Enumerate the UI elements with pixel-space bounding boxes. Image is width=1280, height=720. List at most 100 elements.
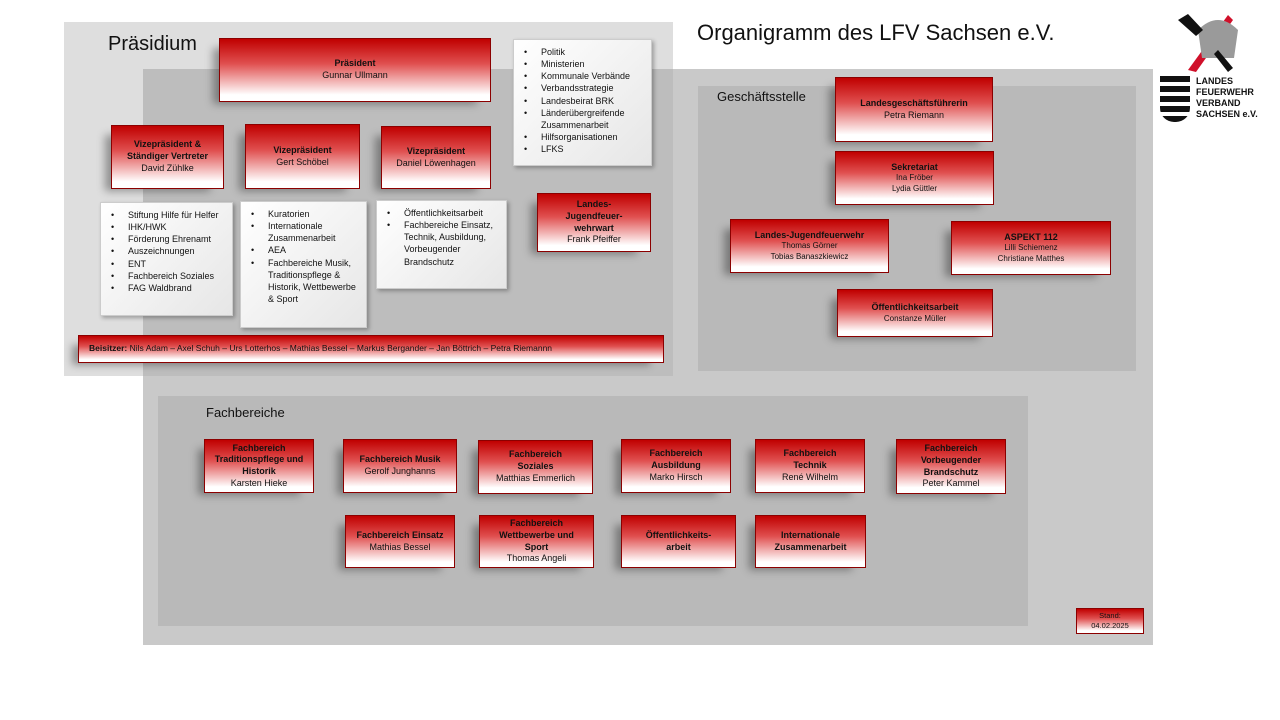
role: Fachbereich Musik	[359, 454, 441, 465]
stand-date-box: Stand:04.02.2025	[1076, 608, 1144, 634]
sachsen-stripes-icon	[1160, 76, 1190, 122]
fachbereich-box[interactable]: Fachbereich Traditionspflege und Histori…	[204, 439, 314, 493]
geschaeftsstelle-label: Geschäftsstelle	[717, 89, 806, 104]
task-item: Öffentlichkeitsarbeit	[385, 207, 500, 219]
president-tasks-list: Politik Ministerien Kommunale Verbände V…	[513, 39, 652, 166]
person-name: Mathias Bessel	[369, 541, 431, 552]
person-name: Daniel Löwenhagen	[396, 157, 476, 168]
role: Landesgeschäftsführerin	[860, 97, 968, 108]
task-item: Fachbereiche Einsatz, Technik, Ausbildun…	[385, 219, 500, 268]
role: ASPEKT 112	[1004, 231, 1058, 242]
lfv-logo: LANDES FEUERWEHR VERBAND SACHSEN e.V.	[1158, 10, 1268, 125]
person-name: Lydia Güttler	[891, 183, 938, 193]
task-item: Politik	[522, 46, 645, 58]
role: Fachbereich Technik	[783, 448, 837, 471]
role: Vizepräsident & Ständiger Vertreter	[126, 139, 209, 162]
person-name: Matthias Emmerlich	[495, 472, 576, 483]
task-item: Stiftung Hilfe für Helfer	[109, 209, 226, 221]
role: Vizepräsident	[273, 144, 332, 155]
logo-line: LANDES	[1196, 76, 1234, 86]
person-name: Lilli Schiemenz	[1004, 243, 1058, 253]
role: Sekretariat	[891, 161, 938, 172]
task-item: Förderung Ehrenamt	[109, 233, 226, 245]
role: Präsident	[334, 58, 376, 69]
person-name: Marko Hirsch	[649, 471, 703, 482]
person-name: Thomas Görner	[781, 241, 838, 251]
fachbereiche-panel	[158, 396, 1028, 626]
person-name: David Zühlke	[141, 162, 194, 173]
task-item: Verbandsstrategie	[522, 82, 645, 94]
fachbereich-box[interactable]: Öffentlichkeits-arbeit	[621, 515, 736, 568]
task-item: Länderübergreifende Zusammenarbeit	[522, 107, 645, 131]
task-item: Fachbereich Soziales	[109, 270, 226, 282]
page-title: Organigramm des LFV Sachsen e.V.	[697, 20, 1055, 45]
role: Landes-Jugendfeuerwehr	[754, 229, 865, 240]
task-item: Fachbereiche Musik, Traditionspflege & H…	[249, 257, 360, 306]
person-name: Christiane Matthes	[997, 253, 1065, 263]
stand-date: 04.02.2025	[1091, 621, 1129, 630]
role: Fachbereich Traditionspflege und Histori…	[214, 442, 304, 476]
person-name: Ina Fröber	[896, 173, 933, 183]
person-name: Frank Pfeiffer	[567, 234, 621, 245]
logo-line: SACHSEN e.V.	[1196, 109, 1258, 119]
beisitzer-box: Beisitzer: Nils Adam – Axel Schuh – Urs …	[78, 335, 664, 363]
person-name: René Wilhelm	[781, 471, 839, 482]
role: Fachbereich Ausbildung	[649, 448, 703, 471]
role: Fachbereich Einsatz	[356, 529, 444, 540]
logo-line: VERBAND	[1196, 98, 1241, 108]
stand-label: Stand:	[1099, 611, 1121, 621]
beisitzer-names: Nils Adam – Axel Schuh – Urs Lotterhos –…	[129, 343, 553, 354]
task-item: AEA	[249, 244, 360, 256]
role: Internationale Zusammenarbeit	[774, 529, 847, 552]
praesidium-label: Präsidium	[108, 33, 197, 55]
person-name: Peter Kammel	[922, 478, 980, 489]
role: Fachbereich Vorbeugender Brandschutz	[920, 443, 982, 477]
person-name: Thomas Angeli	[506, 553, 567, 564]
task-item: Landesbeirat BRK	[522, 95, 645, 107]
task-item: ENT	[109, 258, 226, 270]
task-item: Kommunale Verbände	[522, 70, 645, 82]
person-name: Karsten Hieke	[230, 477, 288, 488]
logo-line: FEUERWEHR	[1196, 87, 1254, 97]
task-item: FAG Waldbrand	[109, 282, 226, 294]
person-name: Gerolf Junghanns	[364, 466, 436, 476]
person-name: Constanze Müller	[883, 313, 947, 323]
helmet-axe-icon	[1178, 14, 1238, 72]
person-name: Gunnar Ullmann	[322, 70, 388, 80]
role: Öffentlichkeits-arbeit	[645, 529, 712, 552]
beisitzer-label: Beisitzer:	[89, 343, 128, 354]
task-item: Internationale Zusammenarbeit	[249, 220, 360, 244]
task-item: Kuratorien	[249, 208, 360, 220]
person-name: Tobias Banaszkiewicz	[770, 251, 849, 261]
task-item: IHK/HWK	[109, 221, 226, 233]
person-name: Gert Schöbel	[276, 156, 329, 167]
fachbereich-box[interactable]: Internationale Zusammenarbeit	[755, 515, 866, 568]
role: Vizepräsident	[406, 145, 466, 156]
vp-tasks-list: Kuratorien Internationale Zusammenarbeit…	[240, 201, 367, 328]
role: Öffentlichkeitsarbeit	[871, 301, 959, 312]
vp-tasks-list: Stiftung Hilfe für Helfer IHK/HWK Förder…	[100, 202, 233, 316]
task-item: Auszeichnungen	[109, 245, 226, 257]
task-item: Ministerien	[522, 58, 645, 70]
president-box[interactable]: Präsident Gunnar Ullmann	[219, 38, 491, 102]
task-item: LFKS	[522, 143, 645, 155]
role: Fachbereich Wettbewerbe und Sport	[499, 518, 574, 552]
vp-tasks-list: Öffentlichkeitsarbeit Fachbereiche Einsa…	[376, 200, 507, 289]
fachbereiche-label: Fachbereiche	[206, 405, 285, 420]
